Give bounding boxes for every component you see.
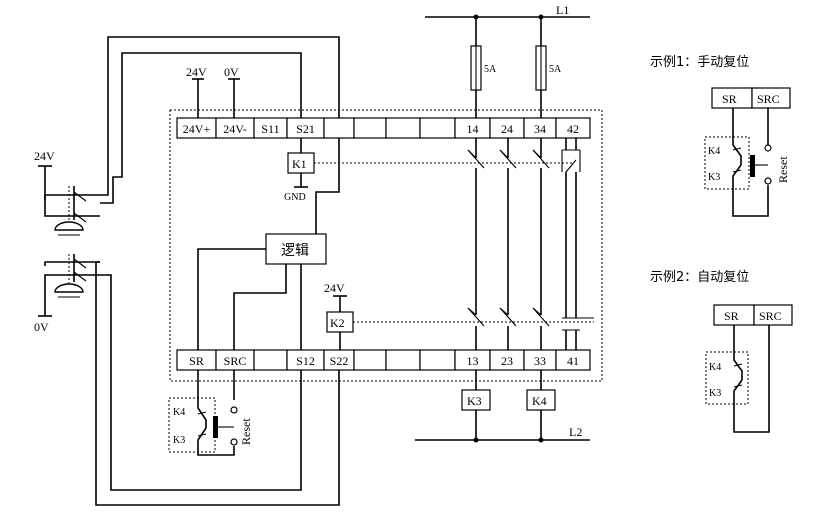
top-terminal — [323, 117, 355, 139]
rail-l1: L1 — [425, 3, 590, 20]
supply-0v: 0V — [224, 65, 240, 118]
coil-k2: 24V K2 — [324, 281, 594, 350]
reset-circuit: K4 K3 Reset — [168, 370, 253, 456]
example2-title: 示例2：自动复位 — [650, 270, 749, 285]
bottom-terminal — [253, 349, 288, 371]
s21-line — [315, 138, 340, 234]
bottom-terminal — [353, 349, 387, 371]
fuse-2-label: 5A — [549, 64, 562, 75]
fuse-1-label: 5A — [484, 64, 497, 75]
logic-label: 逻辑 — [281, 243, 309, 259]
top-terminal — [353, 117, 387, 139]
bottom-terminal-label: S12 — [296, 354, 315, 368]
mushroom-button-icon — [54, 283, 84, 293]
bottom-terminal-label: S22 — [330, 354, 349, 368]
example2: 示例2：自动复位 SR SRC K4 K3 — [650, 270, 793, 433]
fuse-2: 5A — [535, 17, 562, 118]
bottom-terminal — [555, 349, 591, 371]
relay-module-outline — [169, 109, 603, 382]
example1: 示例1：手动复位 SR SRC K4 K3 Reset — [650, 55, 791, 217]
ex1-k4: K4 — [708, 146, 720, 157]
ex1-sr: SR — [722, 92, 737, 106]
supply-plus-label: 24V — [186, 65, 207, 79]
rail-l2: L2 — [415, 425, 590, 443]
left-24v-label: 24V — [34, 149, 55, 163]
mushroom-button-icon — [54, 221, 84, 231]
ex2-sr: SR — [724, 309, 739, 323]
top-terminal-label: 42 — [567, 122, 579, 136]
estop-switch-1 — [54, 186, 100, 236]
top-terminal-label: 14 — [467, 122, 479, 136]
ex1-src: SRC — [757, 92, 780, 106]
contact-wire — [565, 159, 577, 173]
top-terminal-label: 24 — [501, 122, 513, 136]
bottom-terminal-label: 41 — [567, 354, 579, 368]
output-contacts — [467, 138, 594, 350]
contact-wire — [467, 149, 485, 169]
bottom-terminal-label: 13 — [467, 354, 479, 368]
fuse-1: 5A — [470, 17, 497, 118]
k2-label: K2 — [330, 316, 345, 330]
reset-label: Reset — [239, 418, 253, 445]
gnd-label: GND — [284, 192, 306, 203]
k4-label: K4 — [532, 394, 547, 408]
ex1-reset-label: Reset — [776, 156, 790, 183]
ex1-k3: K3 — [708, 172, 720, 183]
top-terminal-label: 24V+ — [183, 122, 211, 136]
l2-label: L2 — [569, 425, 582, 439]
bottom-terminal-label: SR — [189, 354, 204, 368]
contact-wire — [499, 307, 517, 327]
reset-k4-label: K4 — [173, 407, 185, 418]
ex1-reset-button-icon — [750, 155, 755, 177]
l1-label: L1 — [556, 3, 569, 17]
example1-title: 示例1：手动复位 — [650, 55, 749, 70]
coil-k4: K4 — [526, 370, 556, 440]
k3-label: K3 — [467, 394, 482, 408]
top-terminal — [419, 117, 456, 139]
top-terminal-label: 34 — [534, 122, 546, 136]
top-terminal-label: S11 — [261, 122, 279, 136]
bottom-terminal-strip: SR SRC S12 S22 13 23 33 41 — [176, 349, 591, 371]
estop-wiring: 24V 0V — [34, 36, 340, 506]
coil-k1: K1 GND — [284, 138, 572, 203]
supply-minus-label: 0V — [224, 65, 239, 79]
ex2-src: SRC — [759, 309, 782, 323]
bottom-terminal-label: 33 — [534, 354, 546, 368]
bottom-terminal — [385, 349, 421, 371]
reset-button-icon — [213, 416, 218, 438]
k2-supply-label: 24V — [324, 281, 345, 295]
coil-k3: K3 — [461, 370, 491, 440]
contact-wire — [532, 149, 550, 169]
bottom-terminal — [419, 349, 456, 371]
top-terminal-strip: 24V+ 24V- S11 S21 14 24 34 42 — [176, 117, 591, 139]
contact-wire — [499, 149, 517, 169]
contact-wire — [467, 307, 485, 327]
supply-24v-plus: 24V — [186, 65, 207, 118]
top-terminal — [555, 117, 591, 139]
contact-wire — [532, 307, 550, 327]
top-terminal — [385, 117, 421, 139]
ex2-k3: K3 — [709, 388, 721, 399]
reset-k3-label: K3 — [173, 435, 185, 446]
estop-switch-2 — [54, 254, 100, 298]
bottom-terminal-label: SRC — [224, 354, 247, 368]
k1-label: K1 — [292, 157, 307, 171]
logic-block: 逻辑 — [197, 233, 327, 350]
left-0v-label: 0V — [34, 320, 49, 334]
top-terminal-label: 24V- — [223, 122, 247, 136]
bottom-terminal-label: 23 — [501, 354, 513, 368]
top-terminal-label: S21 — [296, 122, 315, 136]
ex2-k4: K4 — [709, 362, 721, 373]
